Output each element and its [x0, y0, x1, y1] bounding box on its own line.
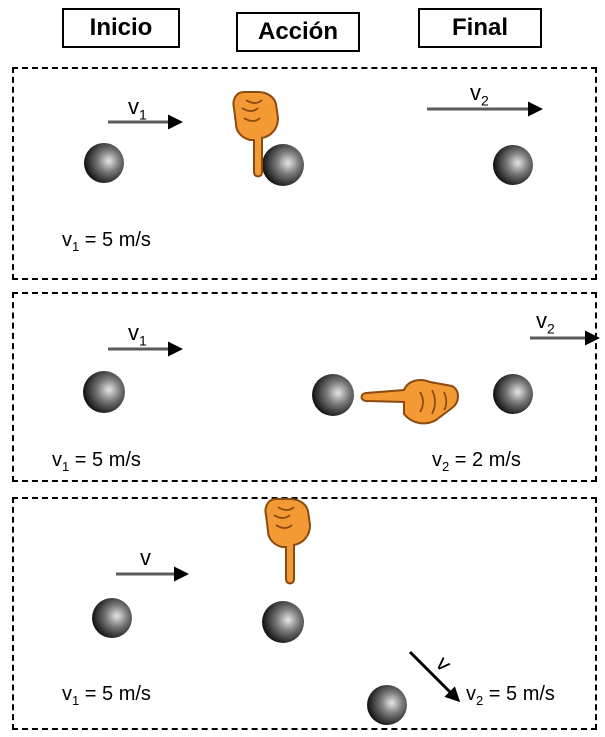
label-v2-p2: v2 — [536, 308, 555, 337]
label-v-p3: v — [140, 545, 151, 570]
speed-label-2-p3: v2 = 5 m/s — [466, 683, 555, 708]
speed-label-p1: v1 = 5 m/s — [62, 229, 151, 254]
ball-p2-action — [312, 374, 354, 416]
speed-label-1-p3: v1 = 5 m/s — [62, 683, 151, 708]
header-final: Final — [418, 8, 542, 48]
ball-p3-action — [262, 601, 304, 643]
header-accion: Acción — [236, 12, 360, 52]
ball-p3-end — [367, 685, 407, 725]
panel-case-3 — [12, 497, 597, 730]
panel-case-1 — [12, 67, 597, 280]
label-v1-p1: v1 — [128, 94, 147, 123]
label-v1-p2: v1 — [128, 320, 147, 349]
ball-p1-end — [493, 145, 533, 185]
hand-pointing-down-icon — [264, 498, 311, 585]
label-v2-p1: v2 — [470, 80, 489, 109]
ball-p3-start — [92, 598, 132, 638]
header-inicio: Inicio — [62, 8, 180, 48]
hand-pointing-left-icon — [360, 379, 459, 425]
ball-p1-start — [84, 143, 124, 183]
panel-case-2 — [12, 292, 597, 482]
speed-label-2-p2: v2 = 2 m/s — [432, 449, 521, 474]
ball-p2-start — [83, 371, 125, 413]
ball-p2-end — [493, 374, 533, 414]
ball-p1-action — [262, 144, 304, 186]
arrow-v2-p3 — [408, 650, 461, 703]
speed-label-1-p2: v1 = 5 m/s — [52, 449, 141, 474]
